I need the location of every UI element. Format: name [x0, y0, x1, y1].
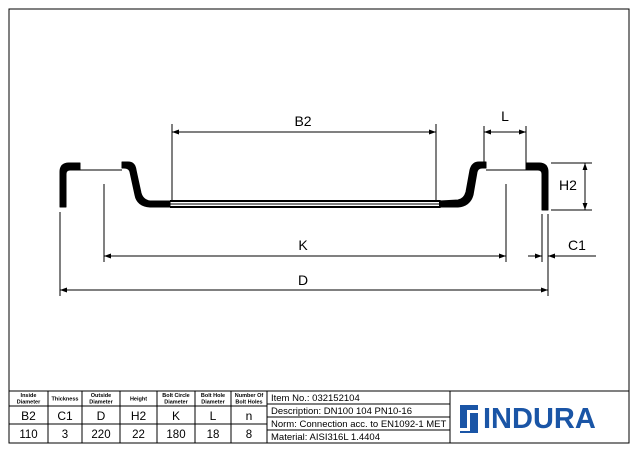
- logo-text: INDURA: [483, 403, 596, 435]
- symbol-l: L: [210, 409, 217, 423]
- sheet-border: [8, 8, 630, 444]
- symbol-k: K: [172, 409, 180, 423]
- col-header-b2: Inside: [21, 393, 37, 399]
- dim-label-h2: H2: [559, 177, 577, 193]
- extension-lines: [59, 124, 592, 296]
- col-header-l-2: Diameter: [201, 400, 225, 406]
- col-header-b2-2: Diameter: [17, 400, 41, 406]
- symbol-b2: B2: [21, 409, 36, 423]
- col-header-d: Outside: [91, 393, 111, 399]
- col-header-d-2: Diameter: [89, 400, 113, 406]
- col-header-c1: Thickness: [52, 397, 79, 403]
- value-d: 220: [91, 429, 110, 441]
- col-header-n: Number Of: [235, 393, 264, 399]
- dim-label-b2: B2: [294, 113, 311, 129]
- col-header-k-2: Diameter: [164, 400, 188, 406]
- logo-mark-icon: [460, 405, 478, 433]
- indura-logo: INDURA: [460, 403, 596, 435]
- dim-label-c1: C1: [568, 237, 586, 253]
- col-header-l: Bolt Hole: [201, 393, 225, 399]
- col-header-k: Bolt Circle: [162, 393, 190, 399]
- symbol-n: n: [246, 409, 253, 423]
- flange-profile: [59, 161, 549, 211]
- description: Description: DN100 104 PN10-16: [271, 406, 412, 417]
- symbol-h2: H2: [131, 409, 147, 423]
- dim-label-d: D: [298, 272, 308, 288]
- value-l: 18: [207, 429, 220, 441]
- dim-label-k: K: [298, 237, 308, 253]
- dim-label-l: L: [501, 108, 509, 124]
- title-block: Inside Diameter Thickness Outside Diamet…: [8, 390, 630, 444]
- value-b2: 110: [19, 429, 37, 441]
- dimension-lines: [60, 129, 596, 293]
- symbol-d: D: [97, 409, 106, 423]
- value-h2: 22: [132, 429, 145, 441]
- material: Material: AISI316L 1.4404: [271, 432, 380, 443]
- value-n: 8: [246, 429, 252, 441]
- value-c1: 3: [62, 429, 68, 441]
- col-header-n-2: Bolt Holes: [235, 400, 262, 406]
- value-k: 180: [166, 429, 185, 441]
- col-header-h2: Height: [130, 397, 147, 403]
- norm: Norm: Connection acc. to EN1092-1 MET: [271, 419, 446, 430]
- item-number: Item No.: 032152104: [271, 393, 360, 404]
- symbol-c1: C1: [57, 409, 73, 423]
